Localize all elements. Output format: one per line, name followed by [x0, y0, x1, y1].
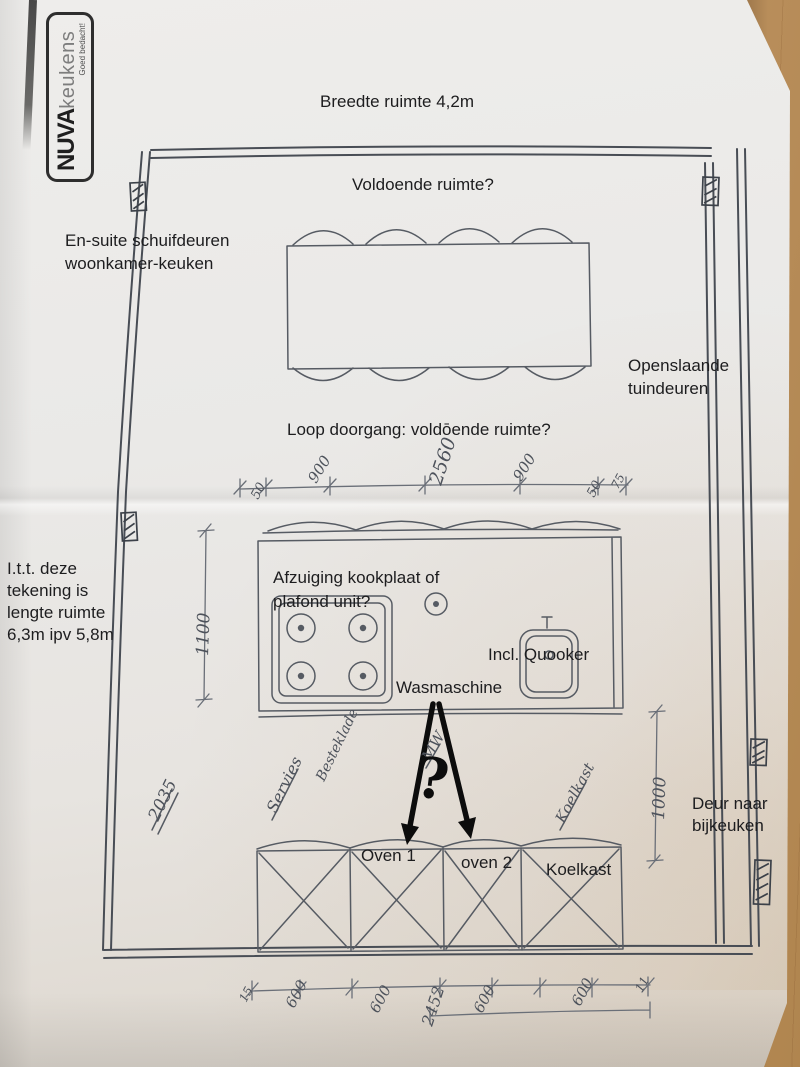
note-breedte-ruimte: Breedte ruimte 4,2m	[320, 92, 475, 111]
dim-2452: 2452	[417, 984, 448, 1030]
ceiling-point-symbol	[424, 592, 448, 616]
dim-600-4: 600	[568, 975, 598, 1009]
wall-hatch-marks	[120, 176, 772, 906]
dim-2035: 2035	[144, 777, 181, 826]
dim-600-1: 600	[282, 977, 312, 1011]
paper-fold-crease	[0, 486, 790, 516]
note-ensuite-schuifdeuren: En-suite schuifdeuren woonkamer-keuken	[65, 229, 229, 275]
dimension-lines-top	[233, 475, 633, 498]
dim-1000: 1000	[649, 776, 671, 820]
handwritten-underlines	[151, 743, 587, 835]
note-incl-quooker: Incl. Quooker	[488, 645, 590, 664]
note-ensuite-line1: En-suite schuifdeuren	[65, 231, 230, 250]
handwritten-dimensions: 50 900 2560 900 50 75 1100 1000 2035 Ser…	[144, 435, 670, 1029]
outer-walls	[102, 145, 760, 959]
dim-50-left: 50	[248, 480, 269, 502]
arrowhead-right-icon	[458, 817, 476, 839]
dimension-line-right	[646, 704, 666, 869]
note-deur-bijkeuken: Deur naar bijkeuken	[692, 793, 768, 837]
dining-table	[286, 228, 592, 382]
dim-1100: 1100	[193, 612, 215, 656]
note-tuindeuren-line2: tuindeuren	[628, 379, 709, 398]
dim-15: 15	[236, 984, 256, 1004]
dim-600-3: 600	[470, 982, 500, 1016]
note-wasmachine: Wasmaschine	[396, 678, 503, 697]
dim-900-right: 900	[509, 450, 540, 484]
dim-11: 11	[632, 974, 652, 994]
note-deur-line1: Deur naar	[692, 794, 768, 813]
cooktop	[271, 595, 393, 704]
note-itt-line3: lengte ruimte	[7, 603, 106, 622]
dim-75: 75	[608, 471, 628, 491]
note-itt-line1: I.t.t. deze	[7, 559, 77, 578]
note-oven-2: oven 2	[461, 853, 513, 872]
hw-koelkast: Koelkast	[551, 759, 598, 827]
sink-with-quooker	[519, 616, 579, 699]
dimension-lines-bottom	[245, 976, 655, 1025]
note-deur-line2: bijkeuken	[692, 816, 764, 835]
cabinet-run	[256, 837, 624, 953]
dim-50-right: 50	[584, 478, 605, 500]
note-itt-line2: tekening is	[7, 581, 89, 600]
note-afzuiging: Afzuiging kookplaat of plafond unit?	[273, 566, 439, 614]
arrowhead-left-icon	[401, 823, 419, 845]
note-itt-lengte-ruimte: I.t.t. deze tekening is lengte ruimte 6,…	[7, 558, 114, 646]
note-koelkast: Koelkast	[546, 860, 612, 879]
note-itt-line4: 6,3m ipv 5,8m	[7, 625, 114, 644]
paper-lighting-sheen	[470, 560, 790, 990]
annotation-arrows	[401, 701, 476, 845]
note-tuindeuren-line1: Openslaande	[628, 356, 730, 375]
dimension-line-left	[195, 523, 215, 708]
note-openslaande-tuindeuren: Openslaande tuindeuren	[628, 354, 729, 400]
arrow-down-left-icon	[407, 701, 436, 829]
note-oven-1: Oven 1	[361, 846, 416, 865]
note-ensuite-line2: woonkamer-keuken	[65, 254, 214, 273]
hw-servies: Servies	[263, 754, 306, 816]
arrow-down-right-icon	[436, 701, 470, 823]
hw-besteklade: Besteklade	[313, 706, 362, 784]
note-loop-doorgang: Loop doorgang: voldōende ruimte?	[287, 420, 551, 439]
note-afzuiging-line1: Afzuiging kookplaat of	[273, 568, 440, 587]
note-afzuiging-line2: plafond unit?	[273, 592, 371, 611]
note-voldoende-ruimte: Voldoende ruimte?	[352, 175, 494, 194]
dim-2560: 2560	[425, 435, 461, 489]
